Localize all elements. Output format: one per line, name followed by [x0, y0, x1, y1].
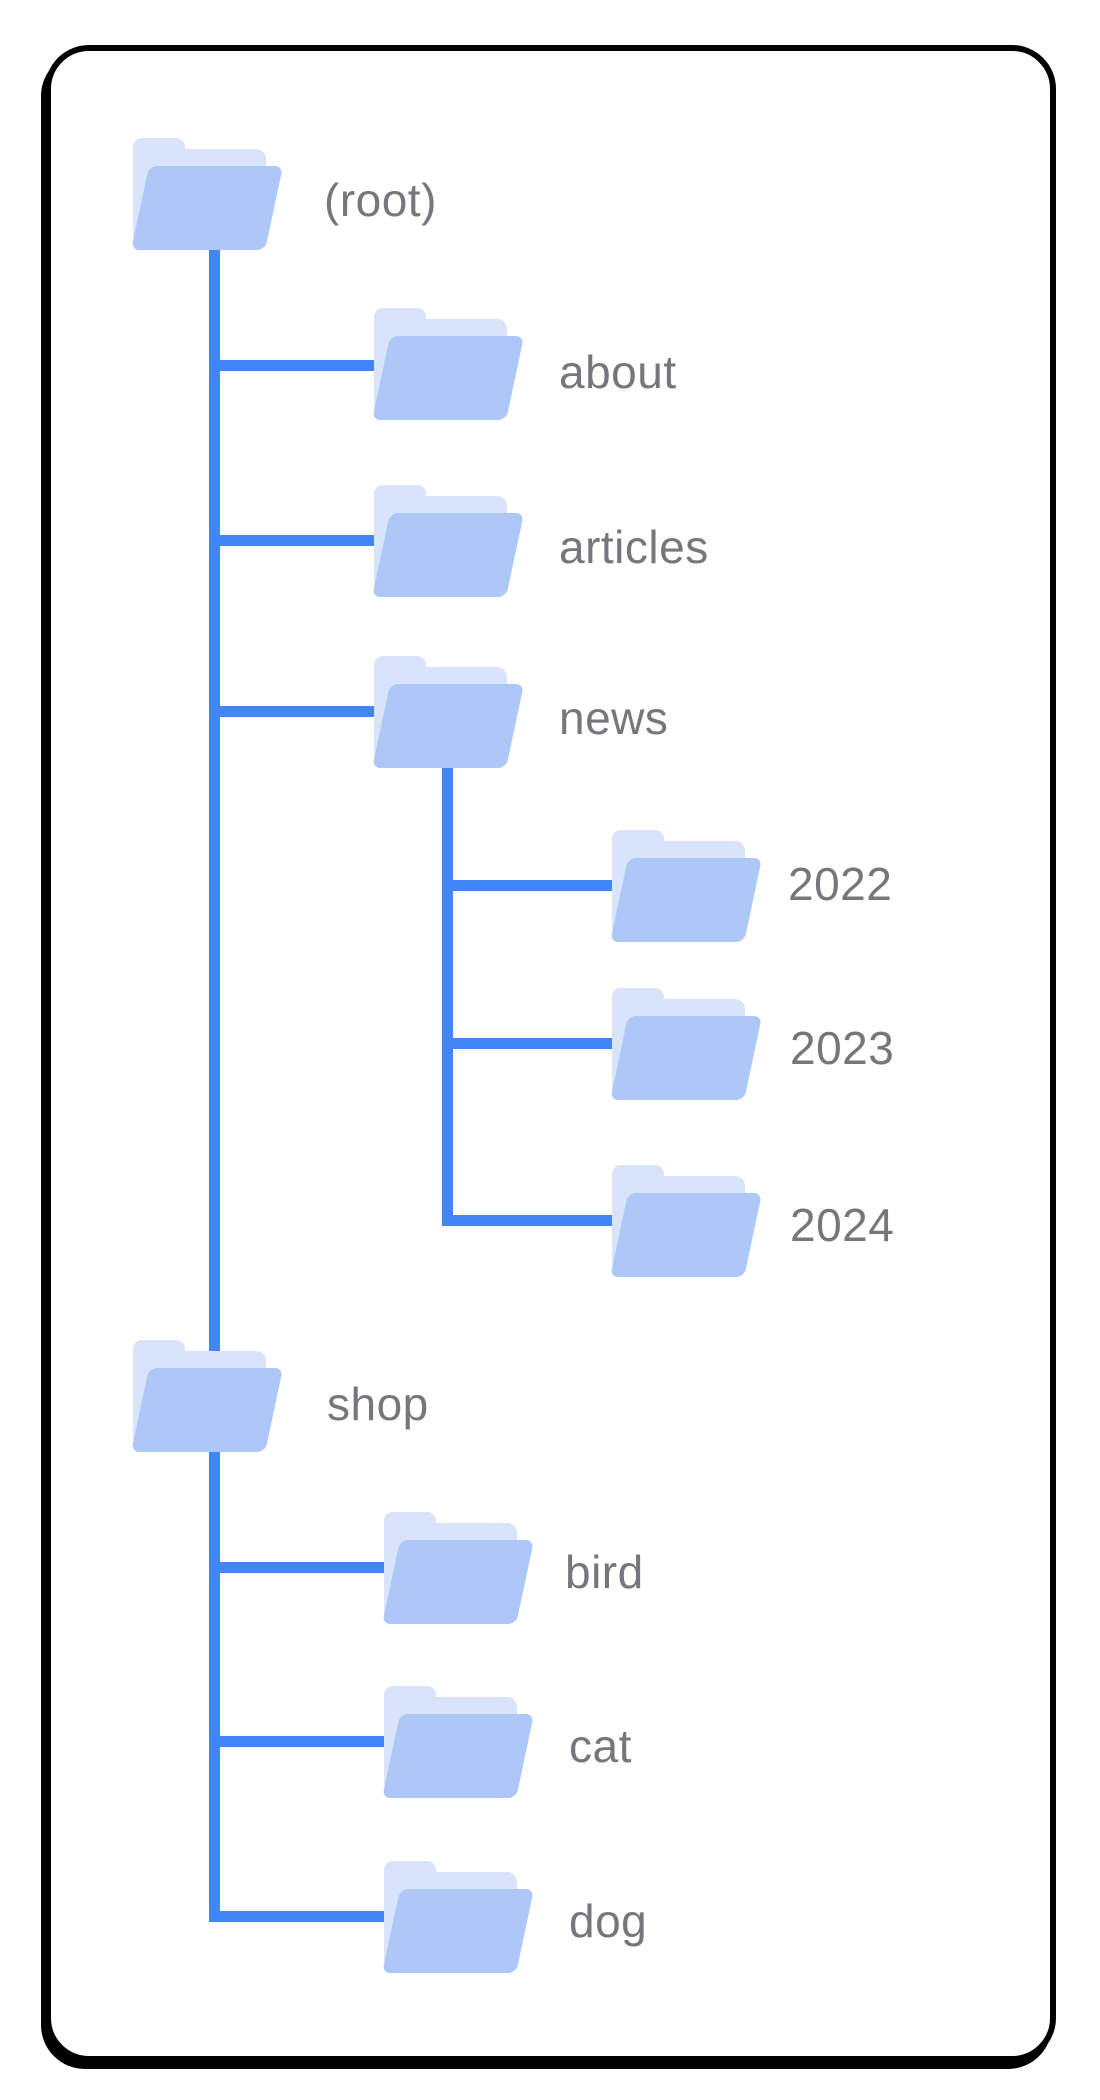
folder-icon-2024 [610, 1165, 762, 1277]
connector-news-2024 [442, 1215, 627, 1226]
folder-front-sheet [610, 1193, 762, 1277]
node-label-root: (root) [324, 174, 437, 226]
folder-front-sheet [131, 166, 283, 250]
connector-shop-bird [209, 1562, 404, 1573]
folder-icon-dog [382, 1861, 534, 1973]
connector-news-2023 [442, 1038, 627, 1049]
connector-shop-dog [209, 1911, 404, 1922]
folder-icon-bird [382, 1512, 534, 1624]
node-label-2023: 2023 [790, 1022, 895, 1074]
connector-root-trunk [209, 245, 220, 1922]
folder-front-sheet [382, 1540, 534, 1624]
folder-icon-cat [382, 1686, 534, 1798]
diagram-card [45, 45, 1056, 2062]
node-label-2022: 2022 [788, 858, 893, 910]
node-label-articles: articles [559, 521, 709, 573]
folder-icon-news [372, 656, 524, 768]
connector-news-2022 [442, 880, 627, 891]
folder-front-sheet [610, 1016, 762, 1100]
folder-front-sheet [372, 684, 524, 768]
folder-icon-root [131, 138, 283, 250]
connector-root-about [209, 360, 397, 371]
node-label-dog: dog [569, 1895, 648, 1947]
node-label-shop: shop [327, 1378, 429, 1430]
node-label-2024: 2024 [790, 1199, 895, 1251]
folder-front-sheet [610, 858, 762, 942]
connector-root-articles [209, 535, 397, 546]
folder-front-sheet [372, 513, 524, 597]
folder-icon-about [372, 308, 524, 420]
folder-icon-2022 [610, 830, 762, 942]
connector-shop-cat [209, 1736, 404, 1747]
node-label-bird: bird [565, 1546, 644, 1598]
connector-root-news [209, 706, 397, 717]
folder-front-sheet [382, 1714, 534, 1798]
node-label-news: news [559, 692, 669, 744]
node-label-about: about [559, 346, 677, 398]
folder-icon-articles [372, 485, 524, 597]
folder-front-sheet [131, 1368, 283, 1452]
folder-front-sheet [372, 336, 524, 420]
folder-icon-2023 [610, 988, 762, 1100]
folder-front-sheet [382, 1889, 534, 1973]
folder-icon-shop [131, 1340, 283, 1452]
connector-news-trunk [442, 756, 453, 1226]
node-label-cat: cat [569, 1720, 632, 1772]
